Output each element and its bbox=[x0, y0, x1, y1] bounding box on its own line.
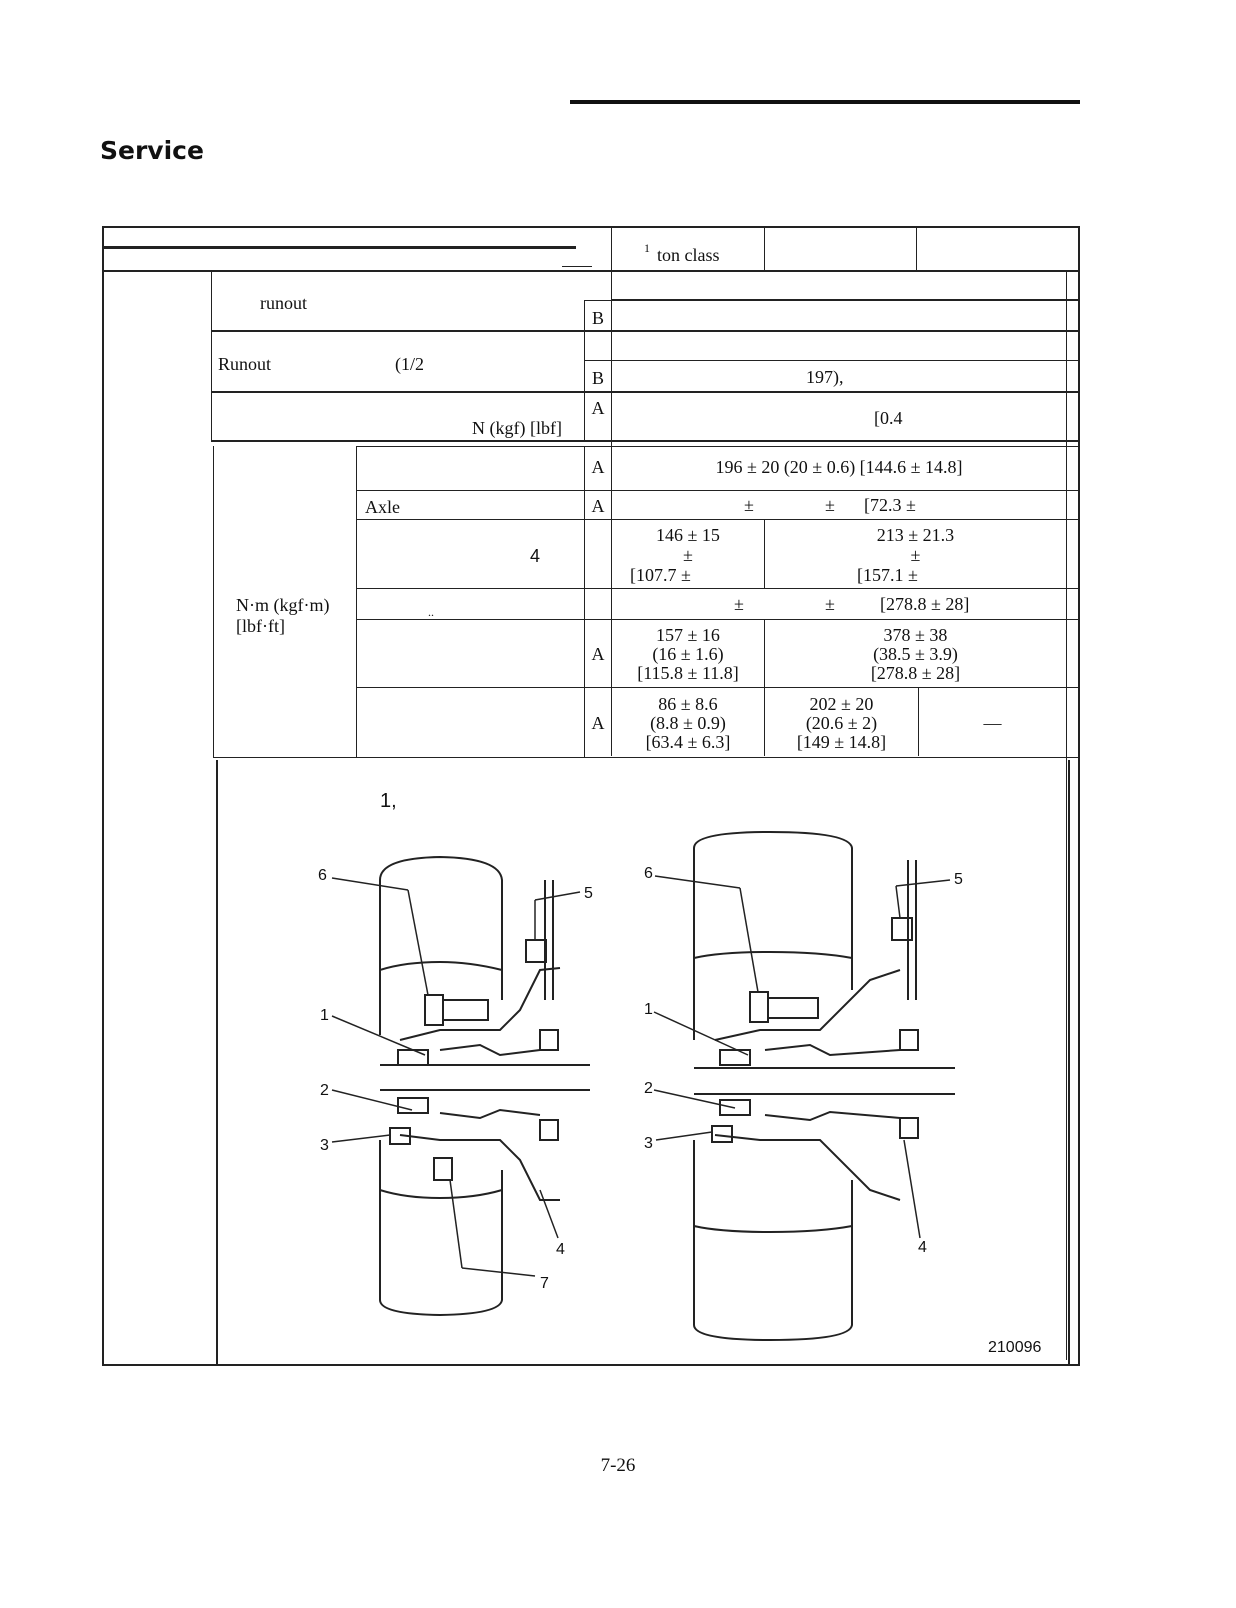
torque-row-2-v2: ± bbox=[825, 495, 835, 515]
page-number: 7-26 bbox=[600, 1455, 636, 1476]
left-wheel-rim bbox=[379, 967, 561, 1201]
row-runout-half-value: 197), bbox=[806, 367, 844, 387]
right-wheel-rim bbox=[693, 958, 901, 1226]
left-upper-tire bbox=[379, 855, 503, 972]
row-runout-half-label: Runout bbox=[218, 354, 272, 374]
row-runout-half-paren: (1/2 bbox=[395, 354, 424, 374]
callout-2-right: 2 bbox=[644, 1080, 653, 1097]
callout-5-left: 5 bbox=[584, 885, 593, 902]
torque-row-5-c1-1: 157 ± 16 bbox=[656, 625, 720, 645]
left-lower-tire bbox=[379, 1188, 503, 1317]
row-force-mark: A bbox=[591, 398, 605, 418]
callout-1-left: 1 bbox=[320, 1007, 329, 1024]
torque-row-6-c2-1: 202 ± 20 bbox=[809, 694, 874, 714]
callout-1-right: 1 bbox=[644, 1001, 653, 1018]
torque-unit-line2: [lbf·ft] bbox=[236, 616, 285, 636]
torque-row-3-c1-2: ± bbox=[683, 545, 693, 565]
callout-6-right: 6 bbox=[644, 865, 653, 882]
row-runout-half-mark: B bbox=[591, 368, 604, 388]
torque-row-2-v3: [72.3 ± bbox=[864, 495, 916, 515]
torque-row-3-c2-1: 213 ± 21.3 bbox=[876, 525, 955, 545]
callout-4-right: 4 bbox=[918, 1239, 927, 1256]
torque-row-4-v2: ± bbox=[825, 594, 835, 614]
left-hub-assembly bbox=[389, 880, 559, 1181]
torque-row-6-c3: — bbox=[983, 713, 1002, 733]
spec-table bbox=[102, 226, 1080, 1366]
callout-5-right: 5 bbox=[954, 871, 963, 888]
torque-row-1-value: 196 ± 20 (20 ± 0.6) [144.6 ± 14.8] bbox=[715, 457, 963, 477]
torque-row-5-c2-3: [278.8 ± 28] bbox=[870, 663, 961, 683]
left-axle-shaft bbox=[380, 1064, 590, 1091]
torque-row-3-c1-3: [107.7 ± bbox=[630, 565, 691, 585]
torque-row-1-mark: A bbox=[591, 457, 605, 477]
torque-row-2-v1: ± bbox=[744, 495, 754, 515]
torque-row-5-mark: A bbox=[591, 644, 605, 664]
torque-row-4-label: .. bbox=[428, 605, 434, 619]
callout-7-left: 7 bbox=[540, 1275, 549, 1292]
torque-row-6-c2-2: (20.6 ± 2) bbox=[805, 713, 878, 733]
right-upper-tire bbox=[693, 830, 853, 960]
row-runout-mark: B bbox=[591, 308, 604, 328]
torque-row-6-c1-1: 86 ± 8.6 bbox=[658, 694, 718, 714]
callout-4-left: 4 bbox=[556, 1241, 565, 1258]
col-heading-sup: 1 bbox=[644, 241, 650, 255]
section-title: Service bbox=[100, 136, 204, 165]
torque-row-6-c1-3: [63.4 ± 6.3] bbox=[645, 732, 731, 752]
torque-row-4-v3: [278.8 ± 28] bbox=[880, 594, 970, 614]
torque-row-4-v1: ± bbox=[734, 594, 744, 614]
torque-row-6-mark: A bbox=[591, 713, 605, 733]
torque-row-6-c1-2: (8.8 ± 0.9) bbox=[650, 713, 726, 733]
torque-row-2-label: Axle bbox=[365, 497, 400, 517]
torque-row-5-c1-3: [115.8 ± 11.8] bbox=[637, 663, 739, 683]
row-force-value: [0.4 bbox=[874, 408, 903, 428]
torque-row-2-mark: A bbox=[591, 496, 605, 516]
row-runout-label: runout bbox=[260, 293, 307, 313]
figure-id: 210096 bbox=[988, 1339, 1042, 1356]
row-force-unit: N (kgf) [lbf] bbox=[472, 418, 562, 438]
torque-row-5-c1-2: (16 ± 1.6) bbox=[652, 644, 724, 664]
callout-leaders bbox=[331, 875, 951, 1277]
torque-row-3-label: 4 bbox=[530, 546, 541, 566]
figure-note: 1, bbox=[380, 790, 397, 812]
torque-row-3-c2-3: [157.1 ± bbox=[857, 565, 918, 585]
callout-2-left: 2 bbox=[320, 1082, 329, 1099]
torque-row-5-c2-1: 378 ± 38 bbox=[883, 625, 948, 645]
torque-row-3-c2-2: ± bbox=[910, 545, 921, 565]
callout-3-left: 3 bbox=[320, 1137, 329, 1154]
torque-row-3-c1-1: 146 ± 15 bbox=[656, 525, 720, 545]
torque-row-6-c2-3: [149 ± 14.8] bbox=[796, 732, 887, 752]
right-axle-shaft bbox=[694, 1067, 955, 1095]
right-lower-tire bbox=[693, 1224, 853, 1342]
torque-row-5-c2-2: (38.5 ± 3.9) bbox=[873, 644, 958, 664]
col-heading: ton class bbox=[657, 245, 720, 265]
header-rule bbox=[570, 100, 1080, 104]
callout-3-right: 3 bbox=[644, 1135, 653, 1152]
torque-unit-line1: N·m (kgf·m) bbox=[236, 595, 330, 615]
callout-6-left: 6 bbox=[318, 867, 327, 884]
